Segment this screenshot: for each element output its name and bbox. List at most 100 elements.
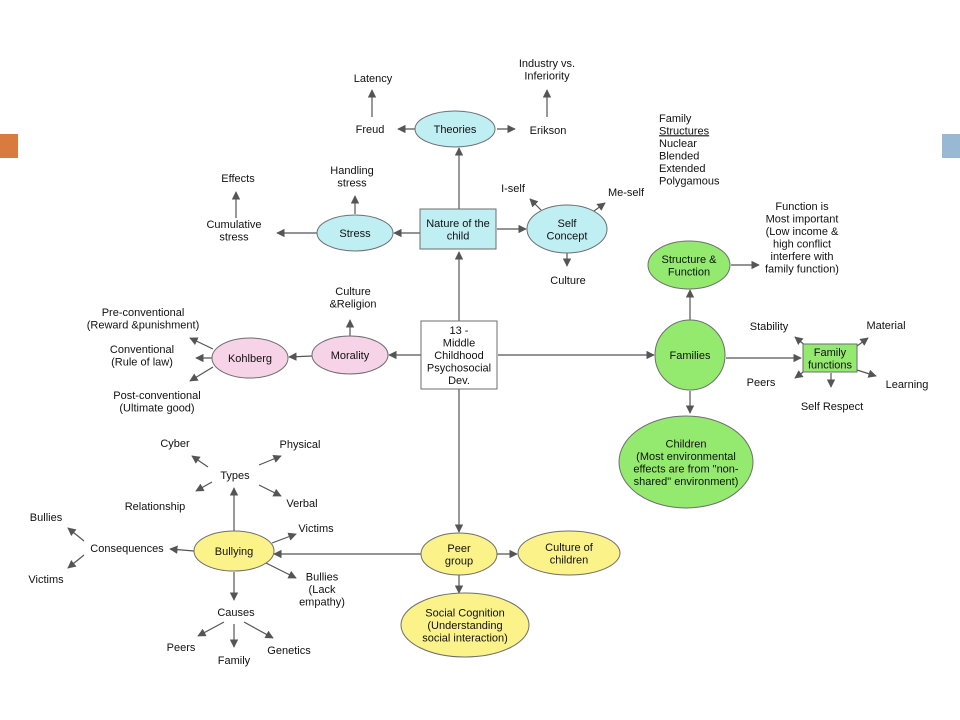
- node-label: Me-self: [608, 187, 645, 199]
- node-culture-sc: Culture: [550, 275, 585, 287]
- node-label: Theories: [434, 124, 477, 136]
- edge-arrow-19: [189, 366, 214, 382]
- node-ellipse: [618, 415, 754, 509]
- node-label-line: Erikson: [530, 125, 567, 137]
- node-label-line: Culture of: [545, 542, 594, 554]
- node-label-line: Cumulative: [206, 219, 261, 231]
- node-label-line: Culture: [335, 286, 370, 298]
- edge-arrow-38: [191, 455, 209, 468]
- node-meself: Me-self: [608, 187, 645, 199]
- node-label-line: Pre-conventional: [102, 307, 185, 319]
- node-label-line: Causes: [217, 607, 255, 619]
- node-label-line: stress: [337, 177, 367, 189]
- node-box: [419, 208, 497, 250]
- node-label-line: Me-self: [608, 187, 645, 199]
- node-label: Genetics: [267, 645, 311, 657]
- node-label-line: family function): [765, 263, 839, 275]
- node-label-line: Stress: [339, 228, 371, 240]
- node-latency: Latency: [354, 73, 393, 85]
- node-label: Relationship: [125, 501, 186, 513]
- node-label-line: Victims: [298, 523, 334, 535]
- node-label-line: high conflict: [773, 238, 831, 250]
- node-label-line: Types: [220, 470, 250, 482]
- node-freud: Freud: [356, 124, 385, 136]
- node-label-line: group: [445, 555, 473, 567]
- node-label-line: Theories: [434, 124, 477, 136]
- node-label-line: Self Respect: [801, 401, 863, 413]
- node-ellipse: [211, 337, 289, 379]
- edge-arrow-39: [271, 532, 297, 544]
- node-label: Kohlberg: [228, 353, 272, 365]
- left-accent-bar: [0, 134, 18, 158]
- node-label: Structure &Function: [661, 254, 717, 279]
- node-label-line: (Ultimate good): [119, 402, 194, 414]
- node-label-line: (Most environmental: [636, 451, 736, 463]
- node-label-line: Cyber: [160, 438, 190, 450]
- node-erikson: Erikson: [530, 125, 567, 137]
- node-industry: Industry vs.Inferiority: [519, 58, 575, 83]
- edge-arrow-40: [265, 562, 297, 579]
- node-types: Types: [220, 470, 250, 482]
- node-postconv: Post-conventional(Ultimate good): [113, 390, 200, 415]
- node-label-line: Industry vs.: [519, 58, 575, 70]
- node-label-line: (Understanding: [427, 620, 502, 632]
- node-label-line: functions: [808, 359, 853, 371]
- node-genetics: Genetics: [267, 645, 311, 657]
- node-label-line: Latency: [354, 73, 393, 85]
- node-box: [420, 320, 498, 390]
- node-label-line: Culture: [550, 275, 585, 287]
- edge-arrow-45: [197, 621, 225, 637]
- edge-arrow-36: [258, 454, 282, 466]
- edge-arrow-17: [189, 337, 214, 350]
- node-peers-ff: Peers: [747, 377, 776, 389]
- node-label-line: Extended: [659, 163, 705, 175]
- node-label-line: Post-conventional: [113, 390, 200, 402]
- node-ellipse: [316, 214, 394, 252]
- node-label-line: Victims: [28, 574, 64, 586]
- node-label: Victims: [298, 523, 334, 535]
- node-label: Verbal: [286, 498, 317, 510]
- node-label-line: Bullies: [306, 572, 339, 584]
- node-label: Conventional(Rule of law): [110, 344, 174, 369]
- node-ellipse: [517, 530, 621, 576]
- node-label: Causes: [217, 607, 255, 619]
- node-label-line: Bullies: [30, 512, 63, 524]
- node-label: Learning: [886, 379, 929, 391]
- node-label-line: Family: [659, 113, 692, 125]
- node-label: Effects: [221, 173, 255, 185]
- node-bullying: Bullying: [193, 530, 275, 572]
- node-label-line: Verbal: [286, 498, 317, 510]
- node-label-line: Middle: [443, 338, 475, 350]
- node-label: I-self: [501, 183, 526, 195]
- node-material: Material: [866, 320, 905, 332]
- node-label-line: Most important: [766, 213, 839, 225]
- node-label-line: Function is: [775, 201, 829, 213]
- node-label-line: Kohlberg: [228, 353, 272, 365]
- node-label: Bullies: [30, 512, 63, 524]
- node-label-line: 13 -: [450, 325, 469, 337]
- node-label-line: Polygamous: [659, 175, 720, 187]
- edge-arrow-41: [169, 545, 195, 554]
- node-label-line: Stability: [750, 321, 789, 333]
- node-relationship: Relationship: [125, 501, 186, 513]
- edge-arrow-43: [67, 554, 85, 569]
- node-label: Families: [670, 350, 711, 362]
- node-label: Cyber: [160, 438, 190, 450]
- node-label-line: Inferiority: [524, 70, 570, 82]
- node-label: Erikson: [530, 125, 567, 137]
